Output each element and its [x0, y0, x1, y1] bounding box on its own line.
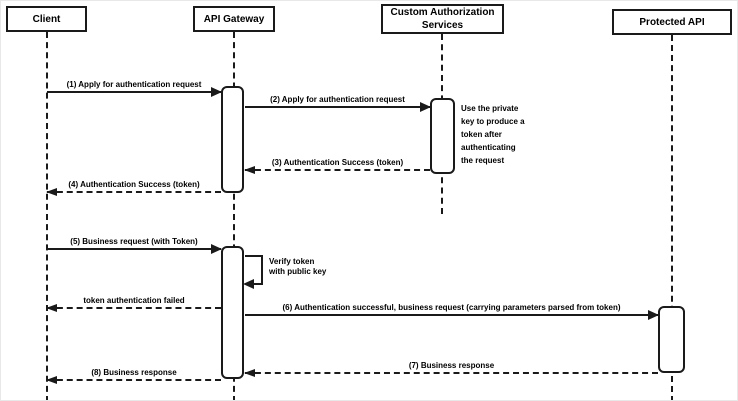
actor-custom-authorization-services: Custom Authorization Services: [381, 4, 504, 34]
actor-custom-authorization-services-label: Custom Authorization Services: [390, 7, 495, 31]
message-5-label: (5) Business request (with Token): [70, 237, 198, 246]
message-3-label: (3) Authentication Success (token): [271, 158, 404, 167]
activation-bar-custom-authorization-services: [430, 98, 455, 174]
message-1-line: [47, 91, 221, 93]
arrowhead-right-icon: [420, 102, 431, 112]
note-private-key: Use the private key to produce a token a…: [461, 104, 525, 165]
message-2-apply-auth-request: (2) Apply for authentication request: [245, 92, 431, 112]
message-7-label: (7) Business response: [408, 361, 495, 370]
message-5-line: [47, 248, 221, 250]
message-4-label: (4) Authentication Success (token): [68, 180, 200, 189]
arrowhead-left-icon: [244, 166, 255, 174]
actor-protected-api-label: Protected API: [639, 16, 705, 28]
message-5-business-request: (5) Business request (with Token): [47, 234, 222, 254]
message-6-label: (6) Authentication successful, business …: [282, 303, 621, 312]
arrowhead-left-icon: [243, 279, 254, 289]
message-8-label: (8) Business response: [91, 368, 177, 377]
arrowhead-right-icon: [211, 244, 222, 254]
message-token-auth-failed-label: token authentication failed: [83, 296, 185, 305]
activation-bar-api-gateway-2: [221, 246, 244, 379]
message-2-line: [245, 106, 430, 108]
message-1-label: (1) Apply for authentication request: [66, 80, 202, 89]
message-8-business-response: (8) Business response: [46, 365, 221, 384]
message-3-auth-success-token: (3) Authentication Success (token): [244, 155, 430, 174]
arrowhead-left-icon: [46, 304, 57, 312]
arrowhead-left-icon: [244, 369, 255, 377]
message-1-apply-auth-request: (1) Apply for authentication request: [47, 77, 222, 97]
client-lifeline: [46, 32, 48, 400]
message-4-line: [47, 191, 221, 193]
message-7-line: [245, 372, 658, 374]
activation-bar-api-gateway-1: [221, 86, 244, 193]
actor-client: Client: [6, 6, 87, 32]
message-token-auth-failed-line: [47, 307, 221, 309]
self-message-verify-token: [243, 255, 263, 289]
actor-api-gateway-label: API Gateway: [203, 13, 265, 25]
message-2-label: (2) Apply for authentication request: [270, 95, 405, 104]
message-8-line: [47, 379, 221, 381]
actor-protected-api: Protected API: [612, 9, 732, 35]
protected-api-lifeline: [671, 35, 673, 400]
message-3-line: [245, 169, 430, 171]
message-token-auth-failed: token authentication failed: [46, 293, 221, 312]
activation-bar-protected-api: [658, 306, 685, 373]
api-gateway-lifeline: [233, 32, 235, 400]
arrowhead-right-icon: [211, 87, 222, 97]
message-4-auth-success-token: (4) Authentication Success (token): [46, 177, 221, 196]
arrowhead-left-icon: [46, 376, 57, 384]
actor-client-label: Client: [32, 13, 61, 25]
self-message-verify-token-label: Verify token with public key: [269, 257, 327, 276]
actor-api-gateway: API Gateway: [193, 6, 275, 32]
arrowhead-right-icon: [648, 310, 659, 320]
message-6-auth-success-business-request: (6) Authentication successful, business …: [245, 300, 659, 320]
message-7-business-response: (7) Business response: [244, 358, 658, 377]
arrowhead-left-icon: [46, 188, 57, 196]
message-6-line: [245, 314, 658, 316]
